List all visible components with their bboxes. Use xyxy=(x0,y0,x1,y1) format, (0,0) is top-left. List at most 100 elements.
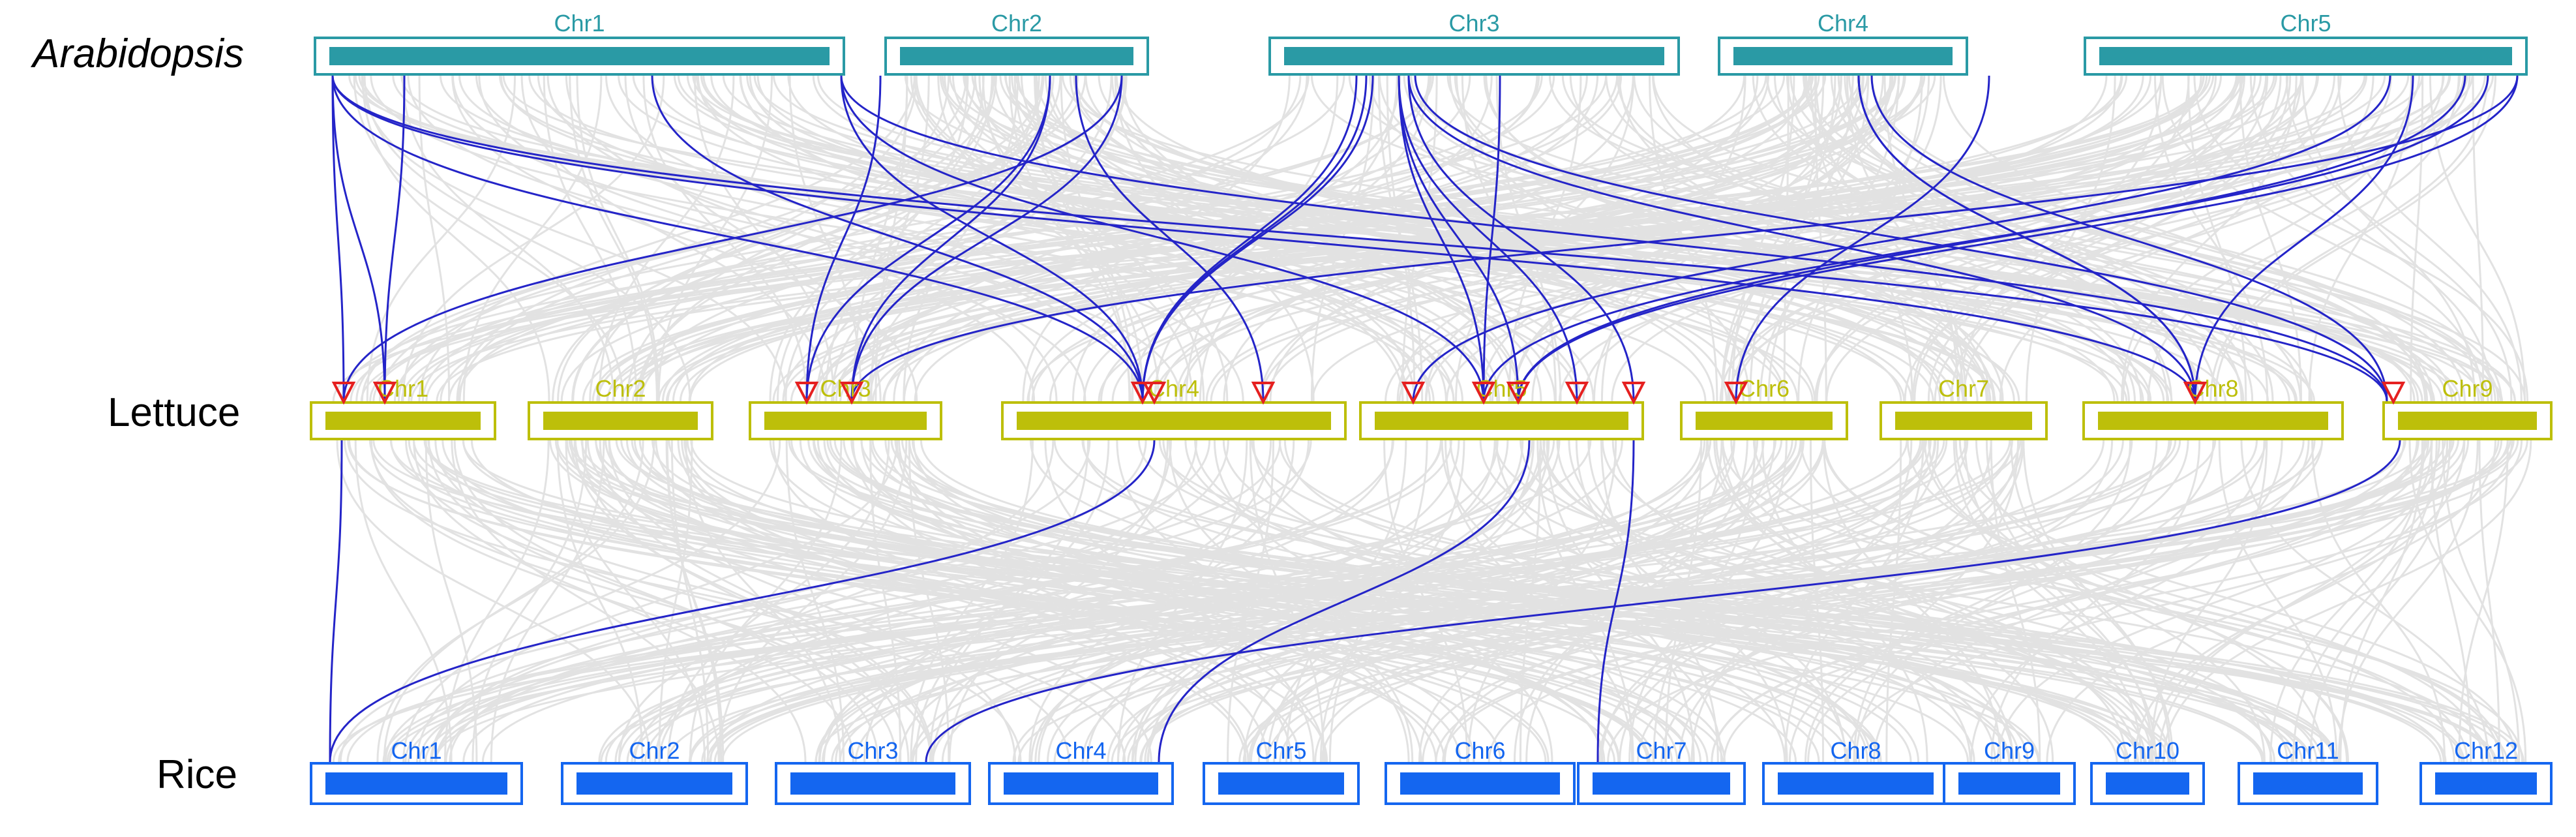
chromosome-bar xyxy=(1218,772,1344,795)
background-link xyxy=(1927,75,2282,402)
marker-triangle-icon xyxy=(372,382,397,405)
background-link xyxy=(1249,440,1325,763)
highlighted-link xyxy=(805,75,1051,402)
chromosome-bar xyxy=(1375,412,1628,430)
background-link xyxy=(1512,75,1892,402)
background-link xyxy=(1727,75,1854,402)
background-link xyxy=(1531,75,1884,402)
background-link xyxy=(1424,75,1854,402)
chromosome-label: Chr12 xyxy=(2454,737,2518,764)
background-link xyxy=(475,75,1435,402)
highlighted-link xyxy=(1735,75,1990,402)
chromosome-lettuce-chr5[interactable]: Chr5 xyxy=(1359,375,1644,440)
chromosome-rice-chr4[interactable]: Chr4 xyxy=(988,737,1174,805)
background-link xyxy=(785,440,845,763)
chromosome-label: Chr3 xyxy=(847,737,898,764)
chromosome-rice-chr1[interactable]: Chr1 xyxy=(310,737,523,805)
background-link xyxy=(665,440,725,763)
background-link xyxy=(1814,75,1964,402)
chromosome-arabidopsis-chr2[interactable]: Chr2 xyxy=(884,10,1149,76)
background-link xyxy=(453,440,879,763)
chromosome-lettuce-chr1[interactable]: Chr1 xyxy=(310,375,496,440)
chromosome-label: Chr5 xyxy=(2280,10,2331,37)
background-link xyxy=(1283,440,2020,763)
background-link xyxy=(1975,440,2325,763)
chromosome-lettuce-chr4[interactable]: Chr4 xyxy=(1001,375,1347,440)
chromosome-arabidopsis-chr4[interactable]: Chr4 xyxy=(1718,10,1968,76)
background-link xyxy=(692,75,2502,402)
chromosome-bar xyxy=(1004,772,1158,795)
highlighted-link xyxy=(850,75,1051,402)
chromosome-arabidopsis-chr1[interactable]: Chr1 xyxy=(314,10,845,76)
background-link xyxy=(777,75,993,402)
highlighted-link xyxy=(342,75,1123,402)
chromosome-arabidopsis-chr3[interactable]: Chr3 xyxy=(1268,10,1680,76)
background-link xyxy=(350,75,1786,402)
background-link xyxy=(1605,75,2245,402)
background-link xyxy=(626,440,1924,763)
chromosome-rice-chr7[interactable]: Chr7 xyxy=(1577,737,1746,805)
highlighted-link xyxy=(805,75,882,402)
chromosome-bar xyxy=(577,772,732,795)
marker-triangle-icon xyxy=(2381,382,2406,405)
chromosome-bar xyxy=(1733,47,1953,65)
chromosome-label: Chr8 xyxy=(2187,375,2238,402)
background-link xyxy=(1111,75,1523,402)
chromosome-lettuce-chr6[interactable]: Chr6 xyxy=(1680,375,1848,440)
background-link xyxy=(1883,75,1959,402)
chromosome-arabidopsis-chr5[interactable]: Chr5 xyxy=(2084,10,2528,76)
chromosome-label: Chr2 xyxy=(629,737,680,764)
background-link xyxy=(418,75,451,402)
chromosome-rice-chr9[interactable]: Chr9 xyxy=(1943,737,2076,805)
background-link xyxy=(1713,440,2054,763)
background-link xyxy=(402,75,665,402)
chromosome-rice-chr8[interactable]: Chr8 xyxy=(1762,737,1949,805)
background-link xyxy=(1242,440,2503,763)
background-link xyxy=(434,440,1070,763)
chromosome-label: Chr2 xyxy=(991,10,1042,37)
chromosome-rice-chr11[interactable]: Chr11 xyxy=(2238,737,2378,805)
chromosome-rice-chr12[interactable]: Chr12 xyxy=(2419,737,2553,805)
background-link xyxy=(1996,440,2440,763)
background-link xyxy=(634,440,1394,763)
chromosome-rice-chr5[interactable]: Chr5 xyxy=(1203,737,1360,805)
background-link xyxy=(681,440,1301,763)
chromosome-lettuce-chr2[interactable]: Chr2 xyxy=(528,375,713,440)
chromosome-lettuce-chr7[interactable]: Chr7 xyxy=(1880,375,2048,440)
chromosome-rice-chr6[interactable]: Chr6 xyxy=(1385,737,1576,805)
highlighted-link xyxy=(1596,440,1635,763)
highlighted-link xyxy=(1517,75,2519,402)
chromosome-label: Chr11 xyxy=(2277,737,2339,764)
chromosome-rice-chr2[interactable]: Chr2 xyxy=(561,737,748,805)
chromosome-lettuce-chr9[interactable]: Chr9 xyxy=(2382,375,2553,440)
chromosome-rice-chr3[interactable]: Chr3 xyxy=(775,737,971,805)
background-link xyxy=(908,440,950,763)
background-link xyxy=(1953,440,2142,763)
highlighted-link xyxy=(925,440,2401,763)
background-link xyxy=(458,75,1814,402)
chromosome-lettuce-chr8[interactable]: Chr8 xyxy=(2082,375,2344,440)
background-link xyxy=(361,75,787,402)
marker-triangle-icon xyxy=(2183,382,2208,405)
background-link xyxy=(1904,75,2392,402)
chromosome-bar xyxy=(325,772,507,795)
background-link xyxy=(1085,75,1786,402)
background-link xyxy=(1575,440,1788,763)
background-link xyxy=(443,440,550,763)
background-link xyxy=(608,440,1016,763)
chromosome-bar xyxy=(2435,772,2537,795)
highlighted-link xyxy=(840,75,1485,402)
background-link xyxy=(1488,440,2324,763)
background-link xyxy=(354,75,2128,402)
background-link xyxy=(451,75,918,402)
background-link xyxy=(1169,440,1414,763)
chromosome-rice-chr10[interactable]: Chr10 xyxy=(2090,737,2205,805)
background-link xyxy=(435,440,1442,763)
background-link xyxy=(1435,440,2419,763)
background-link xyxy=(361,75,550,402)
background-link xyxy=(1814,75,1827,402)
background-link xyxy=(470,440,1673,763)
background-link xyxy=(2249,75,2493,402)
background-link xyxy=(1238,440,2316,763)
